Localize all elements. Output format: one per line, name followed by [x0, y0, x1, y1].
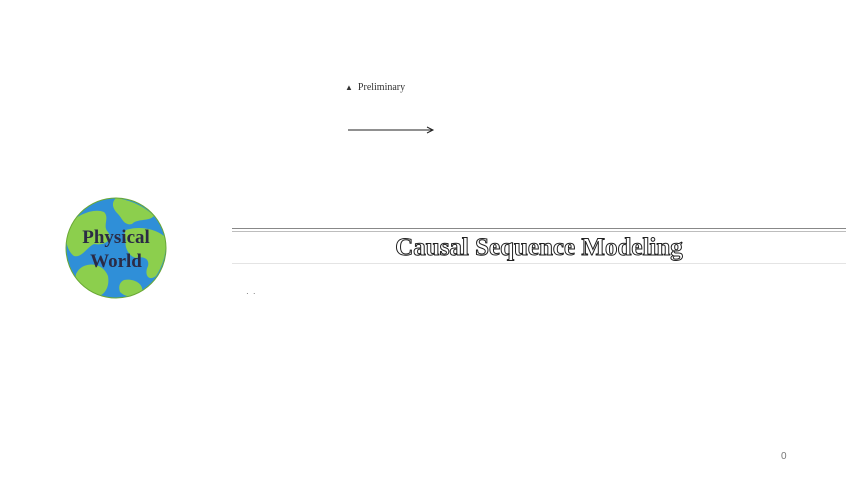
banner-top-rule: [232, 228, 846, 229]
preface-heading: ▲ Preliminary: [345, 82, 405, 93]
preface-label: Preliminary: [357, 82, 406, 93]
banner-bottom-rule: [232, 263, 846, 264]
globe-icon: [65, 197, 167, 299]
page-number: 0: [781, 451, 787, 462]
right-arrow-icon: [348, 126, 435, 134]
ellipsis-dots: · ·: [246, 289, 257, 298]
globe-label-line1: Physical: [82, 227, 150, 248]
globe-label-line2: World: [90, 251, 142, 272]
banner-title: Causal Sequence Modeling: [395, 234, 684, 262]
triangle-marker-icon: ▲: [345, 83, 353, 92]
globe-label: Physical World: [64, 226, 168, 274]
banner-top-rule-inner: [232, 231, 846, 232]
